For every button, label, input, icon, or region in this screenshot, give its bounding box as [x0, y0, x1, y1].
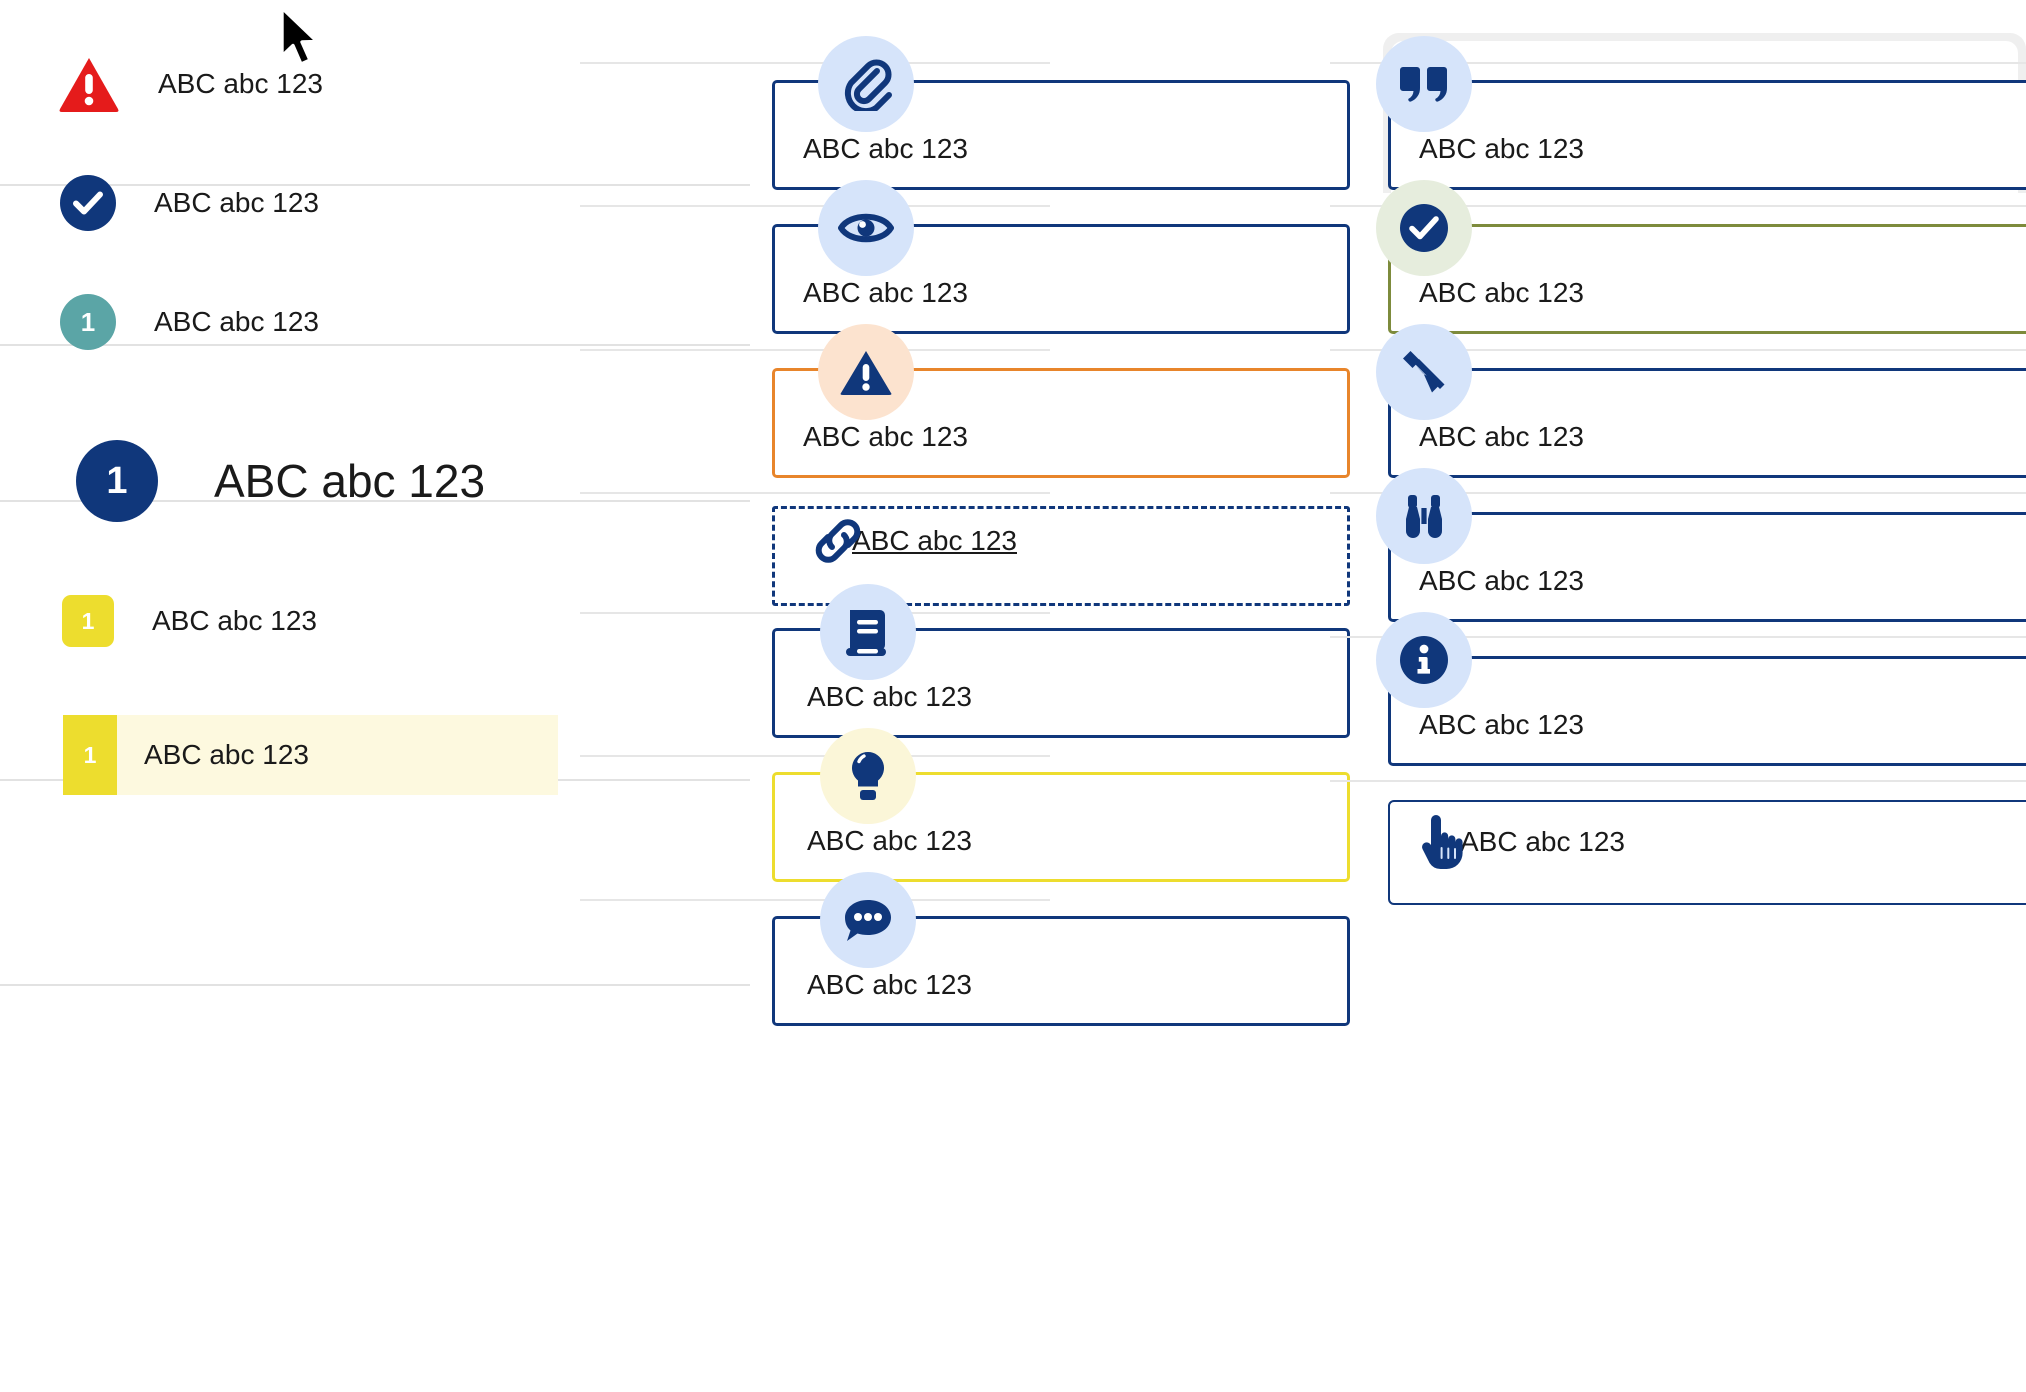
check-circle-icon: [60, 175, 116, 231]
warning-triangle-icon: [58, 55, 120, 113]
paperclip-icon: [818, 36, 914, 132]
quote-icon: [1376, 36, 1472, 132]
list-item-label: ABC abc 123: [154, 187, 319, 218]
number-badge-square: 1: [62, 595, 114, 647]
warning-triangle-icon: [818, 324, 914, 420]
list-separator: [0, 184, 750, 186]
badge-number: 1: [106, 460, 128, 502]
card-separator: [580, 755, 1050, 757]
pencil-icon: [1376, 324, 1472, 420]
card-action-content[interactable]: ABC abc 123: [1416, 815, 1625, 870]
card-info[interactable]: ABC abc 123: [1388, 656, 2026, 766]
hero-item-label: ABC abc 123: [214, 455, 486, 507]
list-item-check[interactable]: ABC abc 123: [60, 175, 319, 231]
card-label: ABC abc 123: [807, 681, 972, 712]
list-separator: [0, 500, 750, 502]
badge-number: 1: [83, 741, 97, 768]
card-separator: [580, 612, 1050, 614]
card-label: ABC abc 123: [1419, 421, 1584, 452]
card-label: ABC abc 123: [803, 277, 968, 308]
mouse-cursor: [278, 6, 326, 72]
card-separator: [580, 492, 1050, 494]
right-card-column: ABC abc 123 ABC abc 123 ABC abc 123: [1330, 0, 2026, 1392]
card-separator: [580, 62, 1050, 64]
card-separator: [1330, 636, 2026, 638]
binoculars-icon: [1376, 468, 1472, 564]
list-item-label: ABC abc 123: [154, 306, 319, 337]
eye-icon: [818, 180, 914, 276]
badge-number: 1: [81, 607, 95, 634]
badge-number: 1: [80, 307, 96, 337]
list-item-number-yellow[interactable]: 1 ABC abc 123: [62, 595, 317, 647]
lightbulb-icon: [820, 728, 916, 824]
card-success[interactable]: ABC abc 123: [1388, 224, 2026, 334]
card-label: ABC abc 123: [1419, 277, 1584, 308]
list-item-label: ABC abc 123: [152, 605, 317, 636]
card-label: ABC abc 123: [1419, 133, 1584, 164]
card-separator: [580, 205, 1050, 207]
card-separator: [1330, 349, 2026, 351]
list-item-label: ABC abc 123: [144, 739, 309, 770]
card-link-content[interactable]: ABC abc 123: [810, 519, 1017, 563]
card-label: ABC abc 123: [807, 825, 972, 856]
card-link-label[interactable]: ABC abc 123: [852, 525, 1017, 556]
card-separator: [580, 899, 1050, 901]
card-separator: [1330, 780, 2026, 782]
number-badge-bar: 1: [63, 715, 117, 795]
card-label: ABC abc 123: [803, 421, 968, 452]
card-separator: [580, 349, 1050, 351]
card-label: ABC abc 123: [1419, 565, 1584, 596]
card-action-label: ABC abc 123: [1460, 826, 1625, 857]
check-circle-icon: [1376, 180, 1472, 276]
list-item-warning[interactable]: ABC abc 123: [58, 55, 323, 113]
card-quote[interactable]: ABC abc 123: [1388, 80, 2026, 190]
chat-bubble-icon: [820, 872, 916, 968]
card-action[interactable]: [1388, 800, 2026, 905]
list-item-number-teal[interactable]: 1 ABC abc 123: [60, 294, 319, 350]
list-item-label: ABC abc 123: [158, 68, 323, 99]
hero-item[interactable]: 1 ABC abc 123: [76, 440, 485, 522]
list-separator: [0, 984, 750, 986]
link-chain-icon: [810, 513, 866, 569]
card-separator: [1330, 62, 2026, 64]
card-label: ABC abc 123: [807, 969, 972, 1000]
number-badge: 1: [60, 294, 116, 350]
list-item-highlighted[interactable]: 1 ABC abc 123: [63, 715, 558, 795]
left-list: ABC abc 123 ABC abc 123 1 ABC abc 123 1 …: [0, 0, 755, 1392]
pointing-hand-icon: [1416, 814, 1470, 870]
card-label: ABC abc 123: [1419, 709, 1584, 740]
middle-card-column: ABC abc 123 ABC abc 123 ABC abc 123: [580, 0, 1370, 1392]
card-label: ABC abc 123: [803, 133, 968, 164]
card-edit[interactable]: ABC abc 123: [1388, 368, 2026, 478]
info-circle-icon: [1376, 612, 1472, 708]
card-eye[interactable]: ABC abc 123: [772, 224, 1350, 334]
book-icon: [820, 584, 916, 680]
card-separator: [1330, 205, 2026, 207]
card-comment[interactable]: ABC abc 123: [772, 916, 1350, 1026]
number-badge-large: 1: [76, 440, 158, 522]
card-separator: [1330, 492, 2026, 494]
list-separator: [0, 344, 750, 346]
card-observe[interactable]: ABC abc 123: [1388, 512, 2026, 622]
